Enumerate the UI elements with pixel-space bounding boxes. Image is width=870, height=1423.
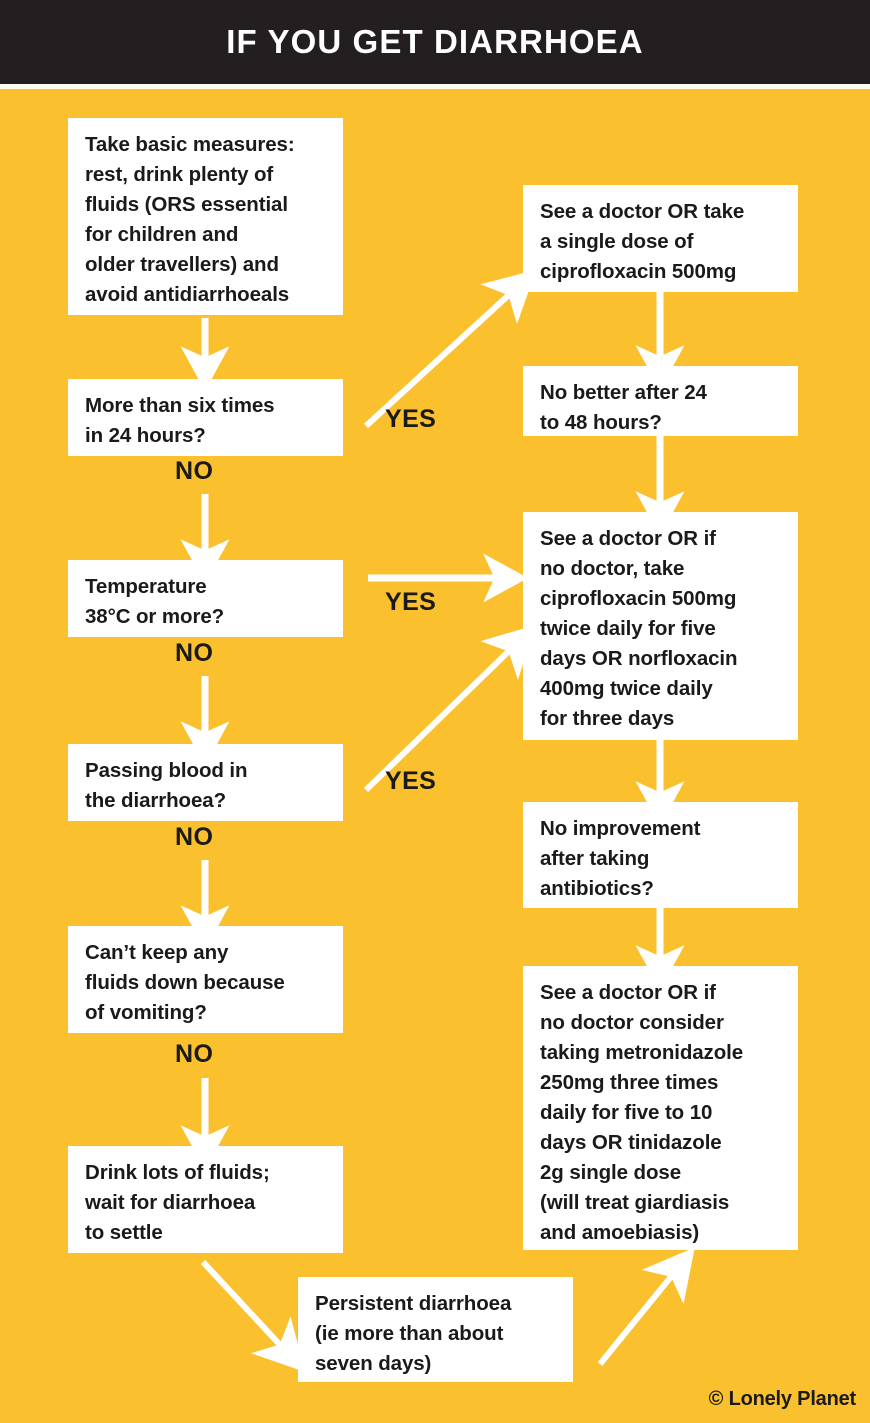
node-no-improvement: No improvement after taking antibiotics? (523, 802, 798, 908)
edge-label-yes-2: YES (385, 588, 437, 616)
arrow-persistent-to-metronidazole (597, 1247, 695, 1366)
node-no-better-24-48: No better after 24 to 48 hours? (523, 366, 798, 436)
node-start: Take basic measures: rest, drink plenty … (68, 118, 343, 315)
node-blood: Passing blood in the diarrhoea? (68, 744, 343, 821)
edge-label-no-3: NO (175, 823, 214, 851)
node-persistent: Persistent diarrhoea (ie more than about… (298, 1277, 573, 1382)
edge-label-yes-1: YES (385, 405, 437, 433)
node-drink-fluids: Drink lots of fluids; wait for diarrhoea… (68, 1146, 343, 1253)
copyright-credit: © Lonely Planet (708, 1388, 857, 1410)
edge-label-no-4: NO (175, 1040, 214, 1068)
node-six-times: More than six times in 24 hours? (68, 379, 343, 456)
arrow-drink-fluids-to-persistent (200, 1259, 306, 1373)
node-cipro-course: See a doctor OR if no doctor, take cipro… (523, 512, 798, 740)
header-divider (0, 84, 870, 89)
node-temperature: Temperature 38°C or more? (68, 560, 343, 637)
node-single-dose: See a doctor OR take a single dose of ci… (523, 185, 798, 292)
header-bar (0, 0, 870, 84)
node-vomiting: Can’t keep any fluids down because of vo… (68, 926, 343, 1033)
node-metronidazole: See a doctor OR if no doctor consider ta… (523, 966, 798, 1250)
edge-label-yes-3: YES (385, 767, 437, 795)
page-title: IF YOU GET DIARRHOEA (226, 23, 644, 60)
edge-label-no-1: NO (175, 457, 214, 485)
edge-label-no-2: NO (175, 639, 214, 667)
